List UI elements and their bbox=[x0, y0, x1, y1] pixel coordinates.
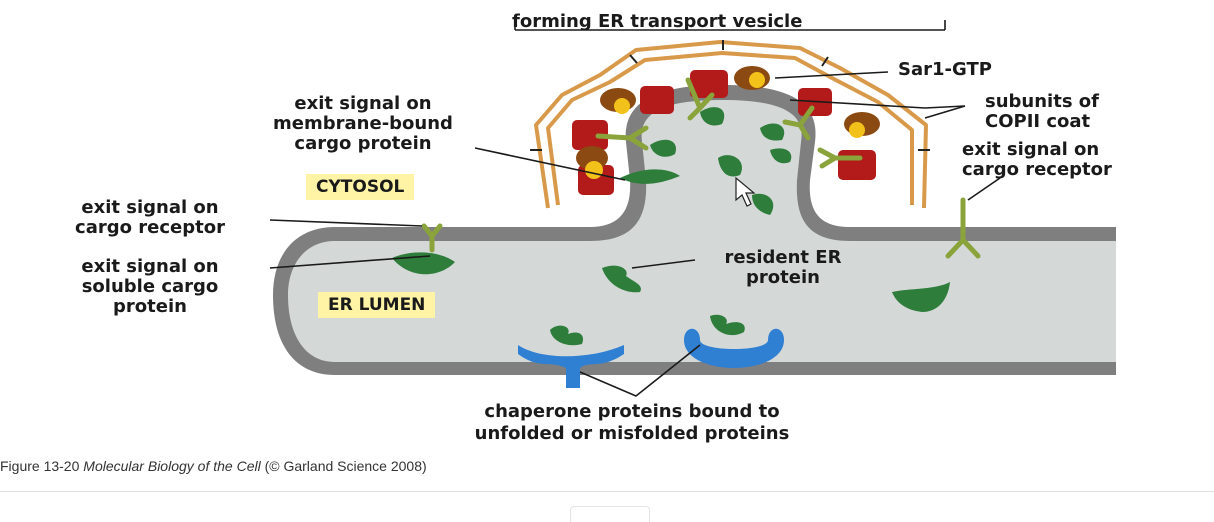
label-exit-receptor-right-line2: cargo receptor bbox=[962, 159, 1112, 180]
caption-book-title: Molecular Biology of the Cell bbox=[83, 458, 261, 474]
caption-copyright: (© Garland Science 2008) bbox=[264, 458, 427, 474]
copii-outer-cage bbox=[534, 40, 928, 209]
copii-inner-coat bbox=[572, 66, 880, 195]
divider bbox=[0, 491, 1214, 492]
cargo-proteins bbox=[392, 107, 950, 346]
label-cytosol: CYTOSOL bbox=[306, 174, 415, 200]
label-chaperone-line1: chaperone proteins bound to bbox=[484, 401, 780, 422]
label-sar1-gtp: Sar1-GTP bbox=[898, 59, 992, 80]
copii-cage-ticks bbox=[530, 40, 930, 151]
label-copii-line2: COPII coat bbox=[985, 111, 1091, 132]
resident-er-protein bbox=[602, 265, 641, 293]
copii-red-subunit bbox=[690, 70, 728, 98]
label-exit-receptor-left-line2: cargo receptor bbox=[75, 217, 225, 238]
figure-caption: Figure 13-20 Molecular Biology of the Ce… bbox=[0, 458, 427, 474]
soluble-cargo-right bbox=[892, 282, 950, 312]
label-resident-line2: protein bbox=[746, 267, 820, 288]
page-control[interactable] bbox=[570, 506, 650, 522]
chaperone-proteins bbox=[518, 328, 784, 388]
label-chaperone-line2: unfolded or misfolded proteins bbox=[474, 423, 790, 444]
leader-lines bbox=[269, 20, 1001, 397]
label-exit-soluble-line1: exit signal on bbox=[81, 256, 219, 277]
label-copii-line1: subunits of bbox=[985, 91, 1099, 112]
misfolded-protein-1 bbox=[550, 325, 584, 346]
copii-red-subunit bbox=[572, 120, 608, 150]
label-exit-soluble-line3: protein bbox=[113, 296, 187, 317]
label-exit-receptor-right-line1: exit signal on bbox=[962, 139, 1100, 160]
label-forming-vesicle: forming ER transport vesicle bbox=[512, 11, 803, 32]
label-resident-line1: resident ER bbox=[724, 247, 842, 268]
label-exit-soluble-line2: soluble cargo bbox=[81, 276, 219, 297]
label-er-lumen: ER LUMEN bbox=[318, 292, 436, 318]
label-exit-receptor-left-line1: exit signal on bbox=[81, 197, 219, 218]
receptor-left bbox=[421, 223, 443, 253]
label-exit-membrane-line1: exit signal on bbox=[294, 93, 432, 114]
label-exit-membrane-line3: cargo protein bbox=[294, 133, 432, 154]
cargo-receptors bbox=[421, 77, 981, 259]
copii-red-subunit bbox=[838, 150, 876, 180]
caption-prefix: Figure 13-20 bbox=[0, 458, 80, 474]
label-exit-membrane-line2: membrane-bound bbox=[273, 113, 453, 134]
copii-red-subunit bbox=[640, 86, 674, 114]
misfolded-protein-2 bbox=[710, 314, 745, 336]
mouse-cursor-icon bbox=[735, 176, 756, 207]
receptor-right bbox=[945, 197, 981, 259]
